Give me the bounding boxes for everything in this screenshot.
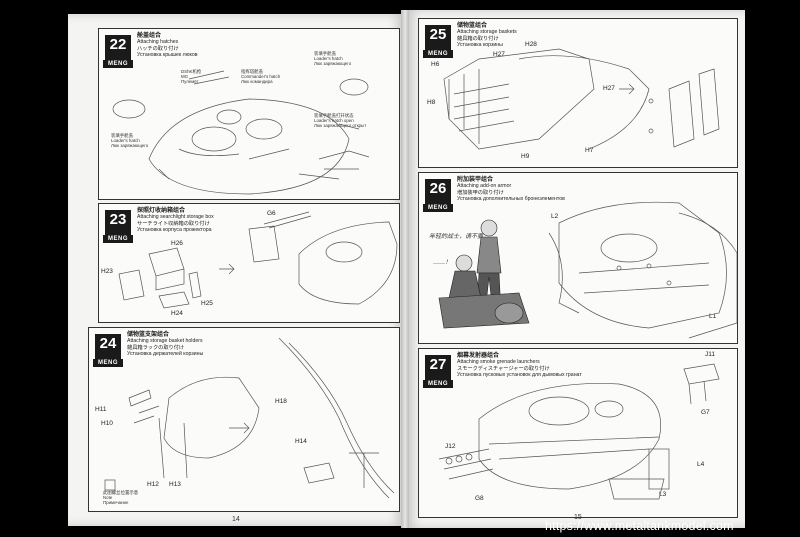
step-title: 烟幕发射器组合 Attaching smoke grenade launcher… [457,353,582,378]
part-label: H28 [525,41,537,48]
page-number-left: 14 [232,516,240,523]
part-label: J11 [705,351,715,358]
part-label: L2 [551,213,559,220]
storage-basket-drawing [443,48,720,150]
part-label: H12 [147,481,159,488]
handwritten-note: ……！ [433,259,452,266]
part-label: G7 [701,409,710,416]
part-label: H25 [201,300,213,307]
book-spine [401,10,409,528]
part-label: H7 [585,147,594,154]
part-label: H27 [603,85,615,92]
part-label: H14 [295,438,307,445]
addon-armor-drawing [438,201,737,339]
step-title: 储物篮组合 Attaching storage baskets 雑具箱の取り付け… [457,23,517,48]
part-label: L3 [659,491,667,498]
searchlight-box-drawing [118,211,398,309]
part-label: H6 [431,61,440,68]
part-label: H11 [95,406,107,413]
page-number-right: 15 [574,514,582,521]
part-label: H9 [521,153,530,160]
watermark-url: https://www.metaltankmodel.com [545,519,734,533]
smoke-launcher-drawing [438,363,720,500]
step-title: 探照灯收纳箱组合 Attaching searchlight storage b… [137,208,214,233]
handwritten-note: 年轻的战士，请不要…… [429,233,496,240]
part-label: H24 [171,310,183,317]
step-title: 舱盖组合 Attaching hatches ハッチの取り付け Установк… [137,33,198,58]
part-label: H26 [171,240,183,247]
step-title: 储物篮支架组合 Attaching storage basket holders… [127,332,204,357]
step-title: 附加装甲组合 Attaching add-on armor 増加装甲の取り付け … [457,177,565,202]
part-label: H18 [275,398,287,405]
part-label: H23 [101,268,113,275]
part-label: H8 [427,99,436,106]
mascot-figures [438,219,530,329]
part-label: G8 [475,495,484,502]
basket-holder-drawing [104,337,395,499]
part-label: H27 [493,51,505,58]
part-label: G6 [267,210,276,217]
part-label: J12 [445,443,456,450]
part-label: H13 [169,481,181,488]
part-label: H10 [101,420,113,427]
part-label: L4 [697,461,705,468]
turret-hatch-drawing [112,70,370,195]
part-label: L1 [709,313,717,320]
